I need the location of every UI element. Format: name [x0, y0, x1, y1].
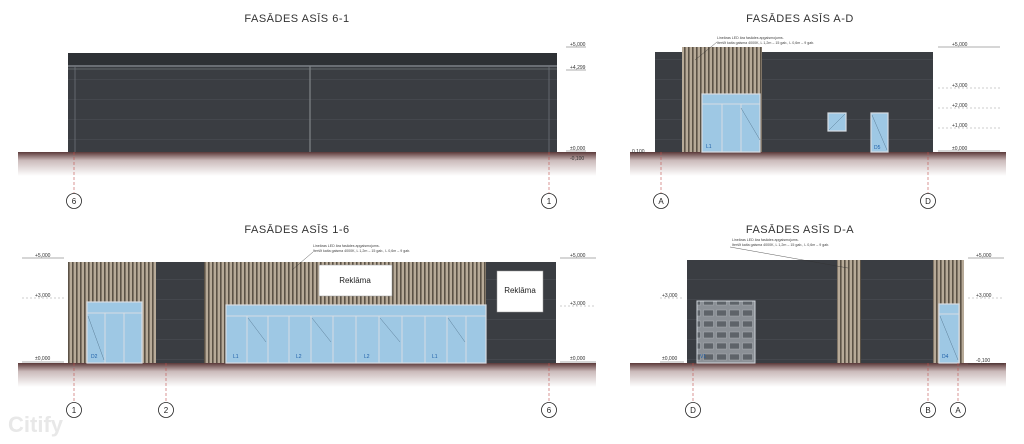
ground [630, 363, 1006, 387]
window-label: L1 [706, 144, 712, 150]
level-mark: +4,299 [570, 65, 586, 71]
level-mark: +1,000 [952, 123, 968, 129]
facade-1-6: FASĀDES ASĪS 1-6 Lineāras LED āra fasāde… [18, 224, 596, 418]
facade-a-d: FASĀDES ASĪS A-D Lineāras LED āra fasāde… [630, 13, 1006, 209]
facade-title: FASĀDES ASĪS A-D [746, 13, 854, 25]
level-mark: +3,000 [570, 301, 586, 307]
lighting-note: Lineāras LED āra fasādes apgaismojums. [732, 238, 799, 242]
ground [18, 152, 596, 176]
note-leader [694, 41, 718, 61]
level-marks: +5,000 +4,299 ±0,000 -0,100 [566, 42, 586, 162]
level-mark: +5,000 [952, 42, 968, 48]
level-marks: +3,000 ±0,000 +5,000 +3,000 -0,100 [660, 253, 1004, 365]
window-label: D5 [874, 145, 881, 151]
window-label: L2 [296, 354, 302, 360]
level-mark: +5,000 [570, 42, 586, 48]
axis-marker [920, 193, 936, 209]
axis-marker [541, 193, 557, 209]
axis-marker [66, 193, 82, 209]
timber-slats [837, 260, 861, 363]
level-mark: +3,000 [952, 83, 968, 89]
axis-label: 6 [547, 406, 552, 415]
door [938, 303, 960, 364]
window-label: V1 [700, 354, 706, 360]
axis-label: 1 [547, 197, 552, 206]
ad-sign [496, 270, 544, 313]
axis-label: 6 [72, 197, 77, 206]
level-mark: ±0,000 [35, 356, 50, 362]
level-mark: -0,100 [570, 156, 584, 162]
building-body [68, 53, 557, 152]
level-mark: +5,000 [976, 253, 992, 259]
axis-label: 1 [72, 406, 77, 415]
level-mark: +3,000 [976, 293, 992, 299]
window-label: L1 [432, 354, 438, 360]
level-mark: +2,000 [952, 103, 968, 109]
roof-band [68, 53, 557, 65]
window-label: D4 [942, 354, 949, 360]
lighting-note: Lineāras LED āra fasādes apgaismojums. [313, 244, 380, 248]
lighting-note: Iteršīt kaita gaisma 4000K, L 1,2m – 15 … [313, 249, 410, 253]
note-leader [729, 246, 849, 269]
axis-marker [920, 402, 936, 418]
axis-label: A [955, 406, 961, 415]
level-mark: +3,000 [662, 293, 678, 299]
window-label: L2 [364, 354, 370, 360]
garage-door [696, 300, 756, 364]
level-mark: ±0,000 [570, 356, 585, 362]
ground [18, 363, 596, 387]
axis-label: B [925, 406, 930, 415]
axis-label: D [925, 197, 931, 206]
facade-title: FASĀDES ASĪS D-A [746, 224, 854, 236]
axis-marker [950, 402, 966, 418]
lighting-note: Iteršīt kaita gaisma 4000K, L 1,2m – 15 … [717, 41, 814, 45]
axis-marker [685, 402, 701, 418]
window-label: L1 [233, 354, 239, 360]
level-marks: +5,000 +3,000 ±0,000 +5,000 +3,000 ±0,00… [22, 253, 596, 363]
facade-title: FASĀDES ASĪS 6-1 [244, 13, 349, 25]
axis-label: D [690, 406, 696, 415]
facade-d-a: FASĀDES ASĪS D-A Lineāras LED āra fasāde… [630, 224, 1006, 418]
axis-marker [158, 402, 174, 418]
axis-label: 2 [164, 406, 169, 415]
level-mark: +5,000 [35, 253, 51, 259]
ad-sign-label: Reklāma [504, 286, 536, 295]
window-label: D2 [91, 354, 98, 360]
axis-marker [66, 402, 82, 418]
facade-6-1: FASĀDES ASĪS 6-1 +5,000 +4,299 ±0,000 -0… [18, 13, 596, 209]
level-mark: +3,000 [35, 293, 51, 299]
level-mark: -0,100 [976, 358, 990, 364]
ground [630, 152, 1006, 176]
level-mark: ±0,000 [952, 146, 967, 152]
axis-marker [541, 402, 557, 418]
level-marks: +5,000 +3,000 +2,000 +1,000 ±0,000 0,100 [632, 42, 1000, 155]
level-mark: +5,000 [570, 253, 586, 259]
watermark: Citify [8, 412, 64, 437]
ad-sign-label: Reklāma [339, 276, 371, 285]
axis-label: A [658, 197, 664, 206]
entrance-glazing [86, 301, 143, 364]
axis-marker [653, 193, 669, 209]
ad-sign [318, 264, 393, 297]
level-mark: ±0,000 [570, 146, 585, 152]
lighting-note: Iteršīt kaita gaisma 4000K, L 1,2m – 15 … [732, 243, 829, 247]
note-leader [291, 251, 314, 271]
level-mark: ±0,000 [662, 356, 677, 362]
level-mark: 0,100 [632, 149, 645, 155]
lighting-note: Lineāras LED āra fasādes apgaismojums. [717, 36, 784, 40]
facade-title: FASĀDES ASĪS 1-6 [244, 224, 349, 236]
